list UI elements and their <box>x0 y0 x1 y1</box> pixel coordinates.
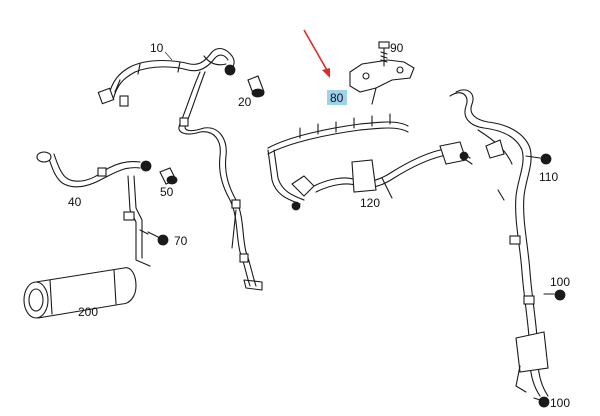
plug-part-50[interactable] <box>159 167 178 185</box>
callout-100-upper: 100 <box>550 275 570 289</box>
bolt-part-110[interactable] <box>525 153 552 165</box>
bolt-part-70[interactable] <box>139 229 169 246</box>
bolt-part-100-upper[interactable] <box>543 289 566 301</box>
callout-110: 110 <box>539 170 558 184</box>
red-arrow-icon <box>303 29 330 78</box>
callout-80: 80 <box>330 91 344 105</box>
callout-90: 90 <box>390 41 404 55</box>
callout-20: 20 <box>238 95 252 109</box>
hose-part-10[interactable] <box>97 47 236 107</box>
callout-70: 70 <box>174 234 188 248</box>
bolt-part-90[interactable] <box>378 41 390 67</box>
bracket-part-80[interactable] <box>349 59 415 105</box>
bolt-part-100-lower[interactable] <box>533 396 550 408</box>
callout-40: 40 <box>68 195 82 209</box>
hose-right-assembly[interactable] <box>449 89 549 397</box>
callout-10: 10 <box>150 41 164 55</box>
plug-part-20[interactable] <box>247 75 265 98</box>
callout-80-highlight: 80 <box>327 90 347 105</box>
hose-part-40[interactable] <box>36 151 152 267</box>
callout-50: 50 <box>160 185 174 199</box>
callout-80-box <box>327 90 347 105</box>
canister-part-200[interactable] <box>23 267 137 319</box>
callout-120: 120 <box>360 196 380 210</box>
harness-part-120[interactable] <box>267 113 473 211</box>
callout-100-lower: 100 <box>550 396 570 410</box>
center-line-assembly[interactable] <box>178 71 263 291</box>
callout-200: 200 <box>78 305 98 319</box>
